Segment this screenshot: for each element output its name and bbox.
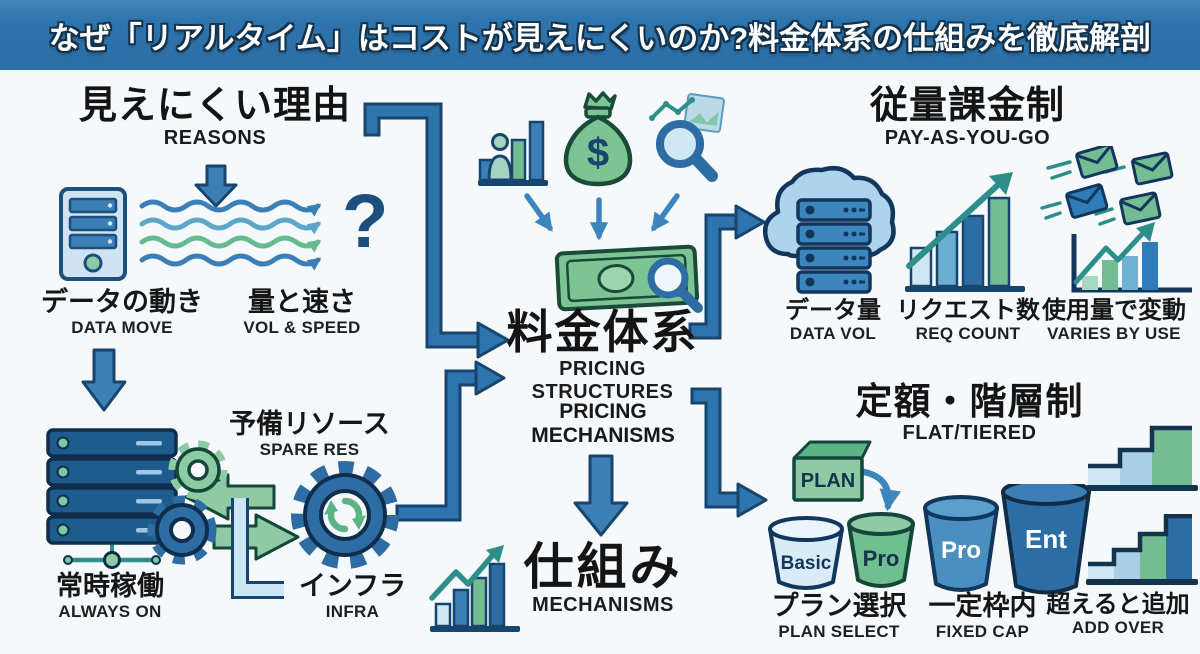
small-blue-gear-icon: [147, 495, 217, 565]
arrow-reasons-to-pricing-icon: [363, 102, 510, 359]
title-banner: なぜ「リアルタイム」はコストが見えにくいのか?料金体系の仕組みを徹底解剖: [0, 0, 1200, 70]
label-add-over: 超えると追加 ADD OVER: [1046, 591, 1190, 638]
bucket-pro-blue: Pro: [923, 495, 999, 592]
label-plan-select: プラン選択 PLAN SELECT: [771, 591, 907, 641]
cloud-servers-icon: [763, 166, 896, 294]
label-spare-res: 予備リソース SPARE RES: [229, 409, 390, 459]
money-bag-icon: $: [563, 91, 633, 187]
magnifier-chart-icon: [649, 93, 725, 182]
page-title: なぜ「リアルタイム」はコストが見えにくいのか?料金体系の仕組みを徹底解剖: [48, 20, 1152, 56]
label-data-vol: データ量 DATA VOL: [785, 297, 881, 344]
arrow-down-datamove-icon: [81, 348, 127, 412]
arrow-pricing-to-flat-icon: [690, 387, 768, 518]
arrow-plan-to-bucket-icon: [860, 468, 902, 512]
mechanism-heading: 仕組み MECHANISMS: [523, 539, 683, 616]
sync-icon: [324, 497, 366, 533]
plan-box-icon: PLAN: [792, 440, 872, 502]
pricing-heading: 料金体系 PRICING STRUCTURES: [506, 306, 699, 403]
arrow-down-mechanisms-icon: [573, 454, 629, 537]
request-count-chart-icon: [905, 172, 1025, 292]
growth-people-chart-icon: [478, 120, 548, 186]
plan-buckets-icon: Basic Pro Pro Ent: [768, 484, 1091, 595]
bracket-connector: [231, 498, 284, 599]
bucket-basic: Basic: [768, 516, 844, 590]
arrow-down-reasons-icon: [194, 164, 238, 208]
svg-text:Ent: Ent: [1025, 524, 1067, 554]
arrow-converge-right-icon: [651, 193, 680, 232]
step-chart-lower-icon: [1086, 514, 1198, 585]
label-fixed-cap: 一定枠内 FIXED CAP: [928, 591, 1037, 641]
arrow-converge-left-icon: [524, 193, 553, 232]
reasons-heading: 見えにくい理由 REASONS: [78, 85, 352, 150]
bucket-ent: Ent: [1001, 484, 1091, 595]
arrow-infra-to-pricing-icon: [395, 360, 506, 522]
flat-tiered-heading: 定額・階層制 FLAT/TIERED: [855, 381, 1084, 444]
label-varies-by-use: 使用量で変動 VARIES BY USE: [1042, 297, 1186, 344]
arrow-pricing-to-payg-icon: [688, 204, 766, 340]
infra-gear-icon: [291, 461, 399, 569]
data-stream-waves-icon: [139, 199, 322, 271]
plan-box-label: PLAN: [801, 470, 855, 492]
label-always-on: 常時稼働 ALWAYS ON: [56, 571, 164, 621]
payg-heading: 従量課金制 PAY-AS-YOU-GO: [869, 85, 1065, 150]
server-rack-gears-icon: [46, 428, 228, 569]
label-data-move: データの動き DATA MOVE: [41, 287, 203, 337]
dollar-symbol: $: [587, 131, 609, 175]
question-mark: ?: [342, 179, 389, 264]
tower-server-icon: [59, 187, 127, 281]
small-green-gear-icon: [168, 440, 228, 500]
label-infra: インフラ INFRA: [298, 571, 407, 621]
step-chart-upper-icon: [1086, 425, 1198, 491]
mechanism-growth-chart-icon: [429, 545, 520, 632]
pricing-mechanisms-caption: PRICING MECHANISMS: [531, 400, 675, 448]
bucket-pro-green: Pro: [847, 512, 915, 588]
svg-text:Pro: Pro: [941, 537, 981, 564]
label-req-count: リクエスト数 REQ COUNT: [896, 297, 1040, 344]
svg-text:Basic: Basic: [781, 553, 832, 574]
label-vol-speed: 量と速さ VOL & SPEED: [243, 287, 361, 337]
svg-text:Pro: Pro: [863, 546, 900, 571]
messages-usage-icon: [1040, 146, 1192, 293]
banknote-magnifier-icon: [554, 244, 703, 313]
person-icon: [487, 133, 513, 182]
envelope-icon: [1065, 146, 1174, 226]
